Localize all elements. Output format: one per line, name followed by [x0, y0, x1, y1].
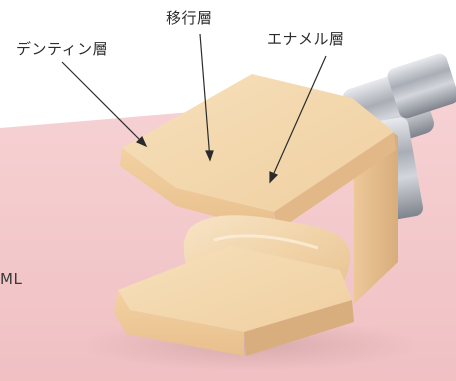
- label-transition-layer: 移行層: [166, 9, 213, 27]
- label-dentin-layer: デンティン層: [16, 40, 108, 58]
- label-enamel-layer: エナメル層: [267, 30, 345, 48]
- cropped-edge-text: ML: [0, 270, 22, 288]
